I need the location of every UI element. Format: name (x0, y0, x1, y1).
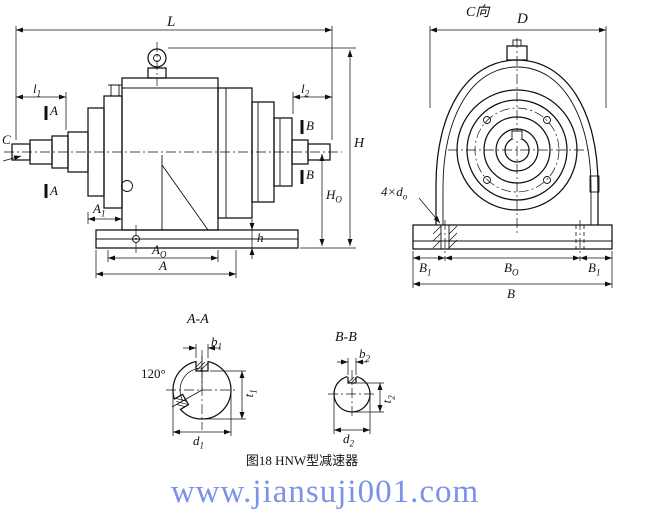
dim-label-H: H (354, 136, 365, 151)
dim-label-D: D (517, 11, 528, 27)
dim-label-AO: AO (152, 242, 167, 260)
base-plate-front (412, 224, 613, 250)
oil-gauge (589, 175, 600, 193)
dim-label-d2: d2 (343, 431, 354, 449)
dim-label-l1: l1 (33, 81, 42, 99)
side-view (2, 26, 356, 278)
section-b-b (328, 358, 384, 434)
base-plate-side (95, 225, 299, 253)
section-label-a-bottom: A (50, 183, 58, 198)
view-c-arrow (2, 155, 22, 162)
gear-case (121, 77, 219, 231)
dim-label-B: B (507, 286, 515, 301)
section-a-a (166, 344, 246, 436)
dim-label-t1: t1 (240, 389, 259, 398)
bearing-housing-right (217, 87, 293, 219)
view-label-c: C (2, 132, 11, 147)
dim-label-BO: BO (504, 260, 519, 278)
dim-label-b1: b1 (211, 334, 222, 352)
eye-bolt (147, 48, 167, 79)
section-label-a-top: A (50, 103, 58, 118)
oil-plug (121, 180, 133, 192)
bearing-housing-left (87, 84, 123, 209)
front-view-dimensions (412, 26, 613, 288)
foundation-bolt-hole (132, 235, 140, 243)
dim-label-d1: d1 (193, 433, 204, 451)
holes-leader-line (418, 197, 441, 224)
front-view-c (412, 26, 613, 288)
dim-label-A1: A1 (93, 201, 106, 219)
angle-arc-120 (179, 367, 203, 402)
angle-label-120: 120° (141, 366, 166, 381)
dim-label-b2: b2 (359, 346, 370, 364)
dim-label-holes: 4×do (381, 184, 408, 202)
dim-label-l2: l2 (301, 81, 310, 99)
dim-label-h: h (257, 230, 264, 245)
section-title-bb: B-B (335, 330, 357, 345)
figure-caption: 图18 HNW型减速器 (245, 453, 359, 468)
view-title-c: C向 (466, 5, 490, 20)
dim-label-L: L (167, 14, 176, 30)
side-view-dimensions (15, 26, 356, 278)
bore-keyway (511, 130, 523, 139)
dim-label-B1-right: B1 (588, 260, 601, 278)
section-label-b-top: B (306, 118, 314, 133)
dim-label-t2: t2 (378, 395, 397, 404)
dim-label-A: A (159, 258, 167, 273)
dim-label-B1-left: B1 (419, 260, 432, 278)
output-shaft (291, 139, 331, 165)
bearing-bore-circles (456, 89, 578, 211)
watermark: www.jiansuji001.com (170, 474, 480, 510)
dim-label-HO: HO (326, 187, 342, 205)
section-label-b-bottom: B (306, 167, 314, 182)
section-title-aa: A-A (187, 312, 209, 327)
foot-bolt-holes (432, 220, 585, 261)
